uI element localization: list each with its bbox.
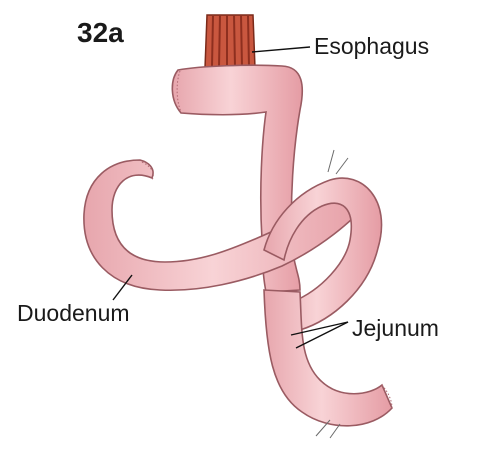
- duodenum-loop: [84, 160, 370, 290]
- label-jejunum: Jejunum: [352, 315, 439, 342]
- label-duodenum: Duodenum: [17, 300, 130, 327]
- label-esophagus: Esophagus: [314, 33, 429, 60]
- esophagus-stump: [205, 15, 255, 72]
- figure-number: 32a: [77, 17, 124, 49]
